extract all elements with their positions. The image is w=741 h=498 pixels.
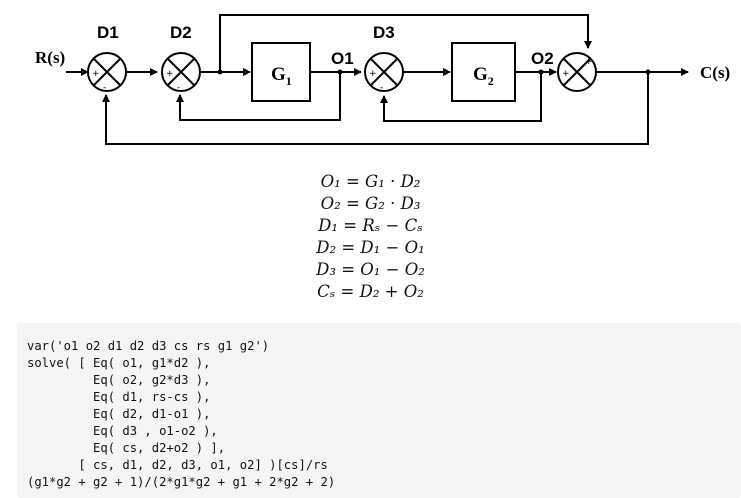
block-g1: G1 [251,42,311,102]
junction-dot [538,69,544,75]
sign-plus: + [92,69,100,79]
code-line: Eq( cs, d2+o2 ) ], [27,441,226,455]
code-line: Eq( o2, g2*d3 ), [27,373,211,387]
sign-plus: + [585,57,593,67]
equation-d1: D₁ = Rₛ − Cₛ [318,216,423,235]
node-label-o2: O2 [531,49,554,68]
svg-text:G2: G2 [473,64,494,88]
input-label: R(s) [35,48,65,67]
equation-o2: O₂ = G₂ · D₃ [320,194,421,213]
junction-dot [645,69,651,75]
block-g2-subscript: 2 [488,74,494,88]
block-g1-subscript: 1 [286,74,292,88]
node-label-d2: D2 [170,23,192,42]
sign-plus: + [166,69,174,79]
block-diagram: + - + - + - + + G1 G2 R(s) C(s) D1 D [35,14,730,145]
node-label-d3: D3 [373,23,395,42]
output-label: C(s) [700,63,730,82]
equation-cs: Cₛ = D₂ + O₂ [317,282,424,301]
summing-junction-d3: + - [364,52,404,93]
code-line: var('o1 o2 d1 d2 d3 cs rs g1 g2') [27,339,270,353]
node-label-d1: D1 [97,23,119,42]
code-line: Eq( d1, rs-cs ), [27,390,211,404]
equation-d2: D₂ = D₁ − O₁ [316,238,425,257]
output-feedback-line [102,72,649,145]
code-line: Eq( d3 , o1-o2 ), [27,424,218,438]
code-line: solve( [ Eq( o1, g1*d2 ), [27,356,211,370]
block-g2: G2 [451,42,516,102]
node-label-o1: O1 [331,49,354,68]
junction-dot [217,69,223,75]
feedforward-line [219,14,592,72]
equation-d3: D₃ = O₁ − O₂ [316,260,425,279]
sign-plus: + [369,69,377,79]
o1-feedback-line [176,72,341,121]
block-g1-label: G [271,64,286,85]
equation-o1: O₁ = G₁ · D₂ [320,172,421,191]
summing-junction-d2: + - [161,52,201,93]
sign-minus: - [380,83,383,93]
junction-dot [337,69,343,75]
code-block[interactable]: var('o1 o2 d1 d2 d3 cs rs g1 g2') solve(… [17,323,741,498]
summing-junction-d1: + - [87,52,127,93]
code-line: Eq( d2, d1-o1 ), [27,407,211,421]
sign-minus: - [177,83,180,93]
block-g2-label: G [473,64,488,85]
sign-minus: - [103,83,106,93]
svg-text:G1: G1 [271,64,292,88]
code-line: [ cs, d1, d2, d3, o1, o2] )[cs]/rs [27,458,328,472]
code-output-line: (g1*g2 + g2 + 1)/(2*g1*g2 + g1 + 2*g2 + … [27,475,336,489]
summing-junction-output: + + [557,52,597,92]
sign-plus: + [562,69,570,79]
o2-feedback-line [380,72,542,122]
